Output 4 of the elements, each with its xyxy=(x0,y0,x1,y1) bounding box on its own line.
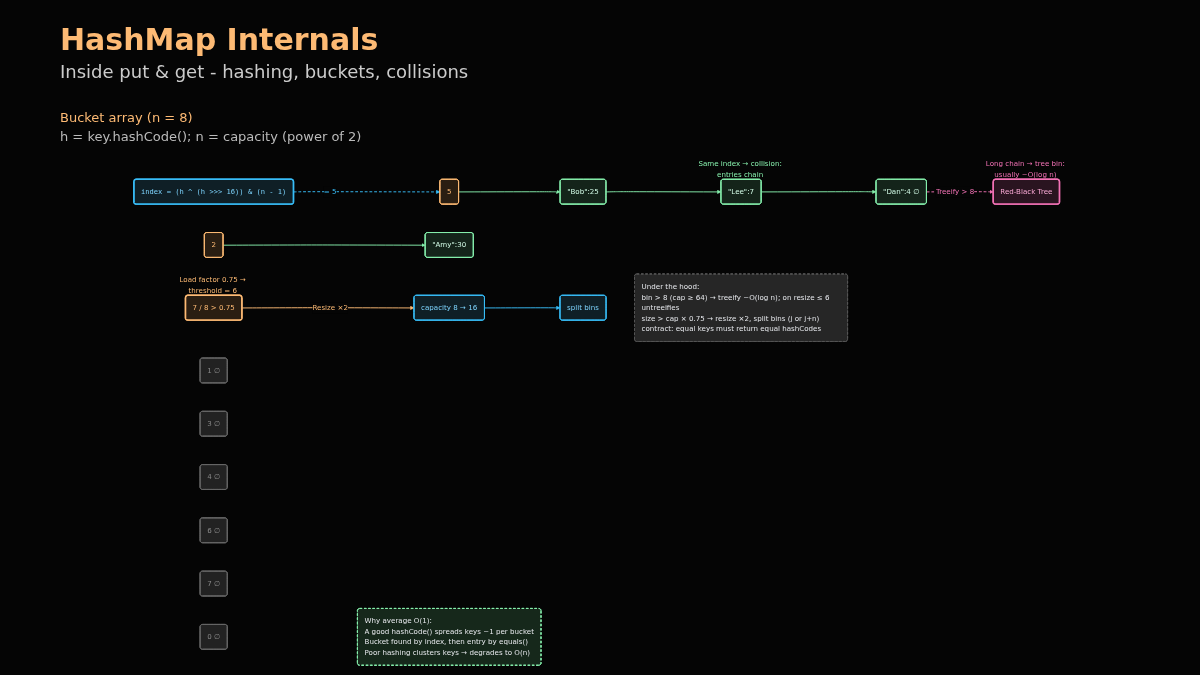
note-text: h = key.hashCode(); n = capacity (power of 2) xyxy=(60,129,362,144)
note-text: Bucket array (n = 8) xyxy=(60,110,194,125)
title: HashMap Internals xyxy=(60,22,380,57)
subtitle: Inside put & get - hashing, buckets, collisions xyxy=(60,61,469,82)
